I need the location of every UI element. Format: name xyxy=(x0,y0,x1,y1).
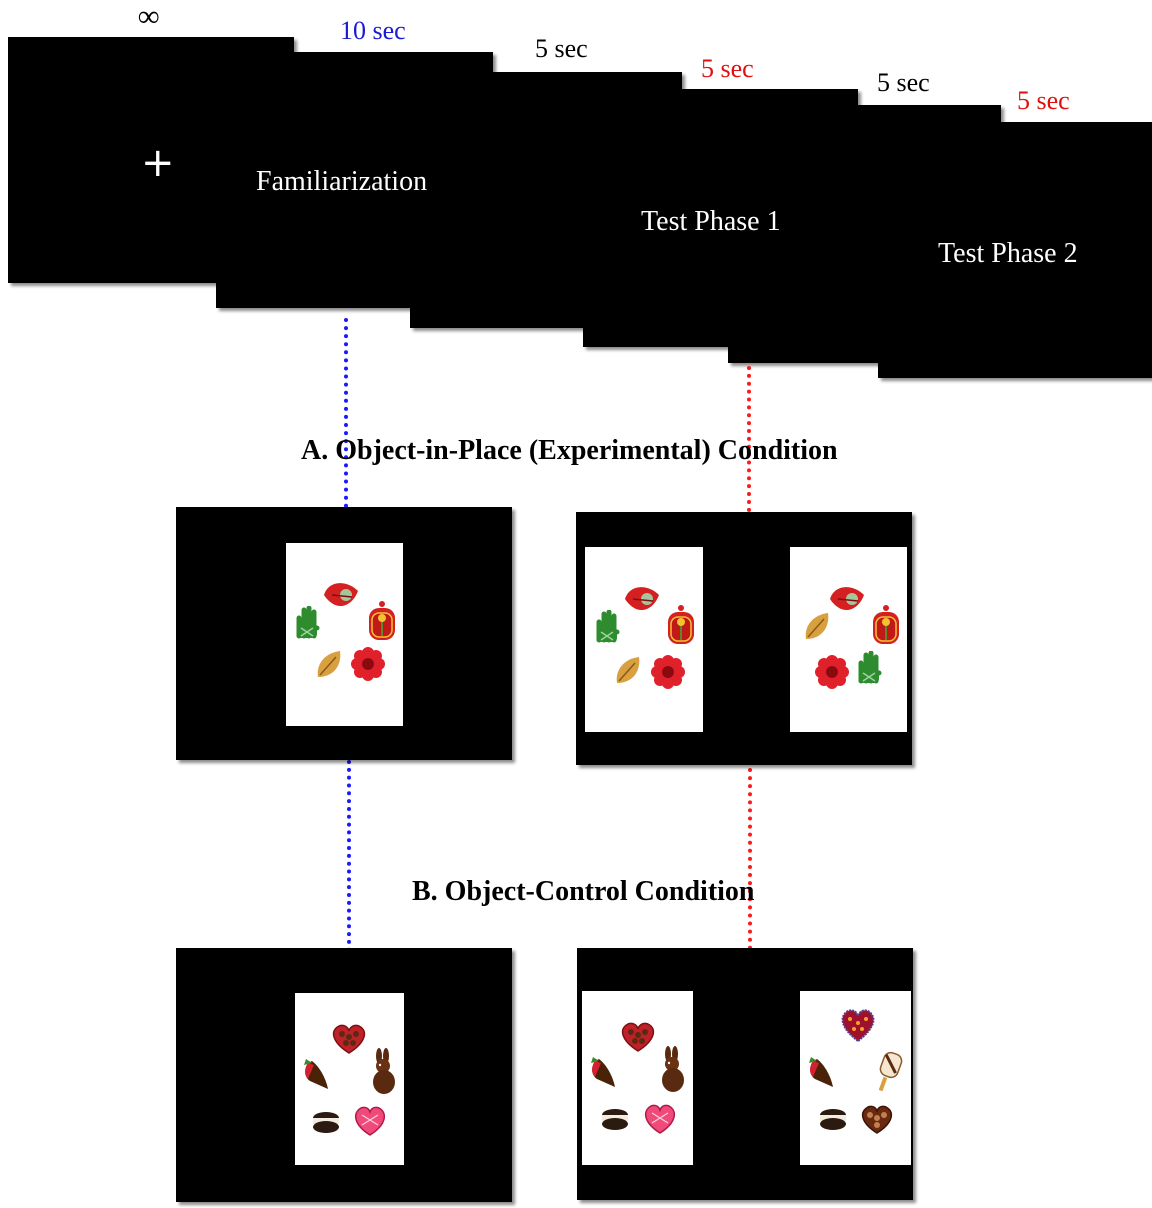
fixation-cross: + xyxy=(141,140,175,186)
test-connector-bottom xyxy=(748,768,752,950)
condition-a-test-array-right xyxy=(790,547,907,732)
familiarization-label: Familiarization xyxy=(256,166,428,197)
test-2-duration: 5 sec xyxy=(1017,86,1070,115)
delay-1-duration: 5 sec xyxy=(535,34,588,63)
condition-a-study-array xyxy=(286,543,403,726)
condition-a-heading: A. Object-in-Place (Experimental) Condit… xyxy=(301,435,838,466)
condition-b-study-array xyxy=(295,993,404,1165)
test-phase-2-screen xyxy=(878,122,1152,378)
test-phase-1-label: Test Phase 1 xyxy=(641,206,781,237)
test-phase-2-label: Test Phase 2 xyxy=(938,238,1078,269)
condition-b-heading: B. Object-Control Condition xyxy=(412,876,755,907)
fixation-duration: ∞ xyxy=(138,0,160,33)
familiarization-connector-bottom xyxy=(347,760,351,952)
condition-a-test-array-left xyxy=(585,547,703,732)
familiarization-connector-top xyxy=(344,318,348,508)
test-connector-top xyxy=(747,366,751,512)
test-phase-1-screen xyxy=(583,89,858,347)
condition-b-test-array-left xyxy=(582,991,693,1165)
delay-2-duration: 5 sec xyxy=(877,68,930,97)
familiarization-duration: 10 sec xyxy=(340,16,406,45)
condition-b-test-array-right xyxy=(800,991,911,1165)
test-1-duration: 5 sec xyxy=(701,54,754,83)
familiarization-screen xyxy=(216,52,493,308)
